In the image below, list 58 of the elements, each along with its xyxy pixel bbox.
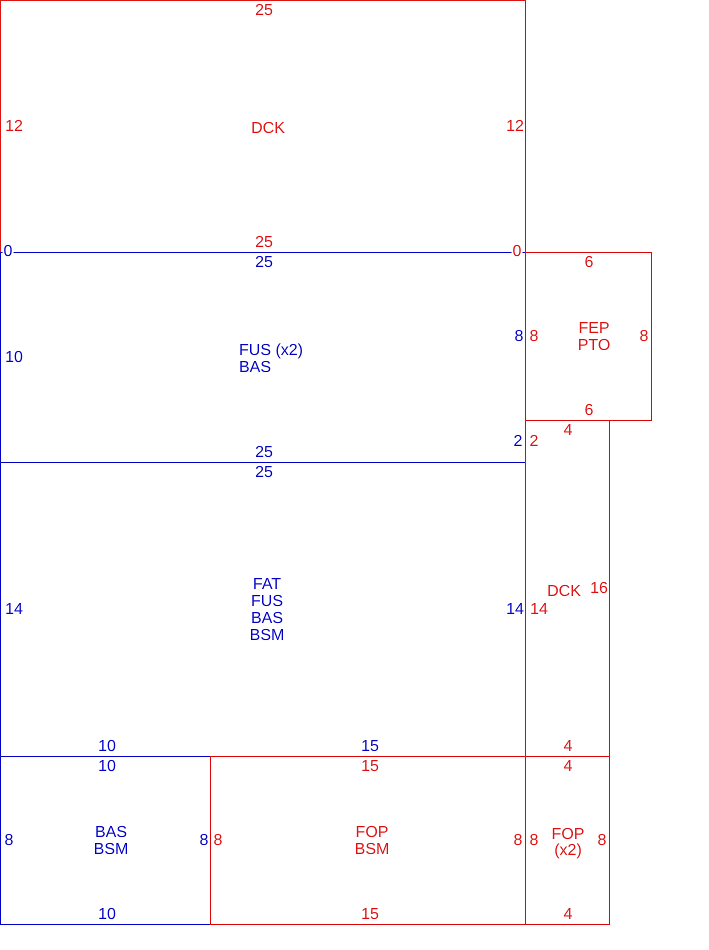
room-code: BSM (94, 842, 128, 858)
dimension-label: 10 (98, 739, 116, 755)
room-code: PTO (578, 338, 610, 354)
dimension-label: 2 (514, 434, 522, 450)
room-code: BAS (95, 825, 127, 841)
dimension-label: 0 (512, 245, 522, 259)
dimension-label: 10 (98, 907, 116, 923)
room-code: BSM (250, 628, 284, 644)
dimension-label: 6 (584, 255, 594, 271)
dimension-label: 4 (564, 759, 572, 775)
room-code: FAT (252, 577, 282, 593)
dimension-label: 2 (530, 434, 538, 450)
dimension-label: 8 (598, 833, 606, 849)
dimension-label: 8 (640, 329, 648, 345)
dimension-label: 8 (200, 833, 208, 849)
dimension-label: 10 (5, 350, 23, 366)
room-code: FOP (356, 825, 388, 841)
dimension-label: 15 (361, 907, 379, 923)
room-code: DCK (547, 584, 581, 600)
dimension-label: 4 (564, 739, 572, 755)
dimension-label: 4 (564, 423, 572, 439)
room-code: BAS (239, 360, 271, 376)
dimension-label: 8 (214, 833, 222, 849)
dimension-label: 15 (361, 759, 379, 775)
room-code: DCK (251, 121, 285, 137)
dimension-label: 14 (506, 602, 524, 618)
dimension-label: 14 (530, 602, 548, 618)
dimension-label: 8 (514, 833, 522, 849)
dimension-label: 12 (506, 119, 524, 135)
dimension-label: 12 (5, 119, 23, 135)
room-code: FOP (x2) (550, 827, 586, 859)
dimension-label: 0 (2, 245, 14, 259)
dimension-label: 8 (530, 329, 538, 345)
room-code: FUS (251, 594, 283, 610)
room-outline (0, 756, 211, 925)
room-outline (525, 756, 610, 925)
room-code: FEP (578, 321, 610, 337)
room-outline (525, 252, 652, 421)
dimension-label: 25 (255, 3, 273, 19)
dimension-label: 10 (98, 759, 116, 775)
dimension-label: 25 (255, 445, 273, 461)
room-code: BAS (251, 611, 283, 627)
dimension-label: 4 (564, 907, 572, 923)
dimension-label: 25 (255, 465, 273, 481)
dimension-label: 8 (4, 833, 14, 849)
dimension-label: 6 (584, 403, 594, 419)
room-outline (0, 462, 526, 757)
dimension-label: 15 (361, 739, 379, 755)
room-outline (210, 756, 526, 925)
dimension-label: 8 (530, 833, 538, 849)
dimension-label: 8 (514, 329, 524, 345)
dimension-label: 25 (255, 255, 273, 271)
room-code: FUS (x2) (239, 343, 303, 359)
room-outline (525, 420, 610, 757)
dimension-label: 16 (590, 581, 608, 597)
dimension-label: 25 (255, 235, 273, 251)
room-code: BSM (354, 842, 390, 858)
dimension-label: 14 (5, 602, 23, 618)
